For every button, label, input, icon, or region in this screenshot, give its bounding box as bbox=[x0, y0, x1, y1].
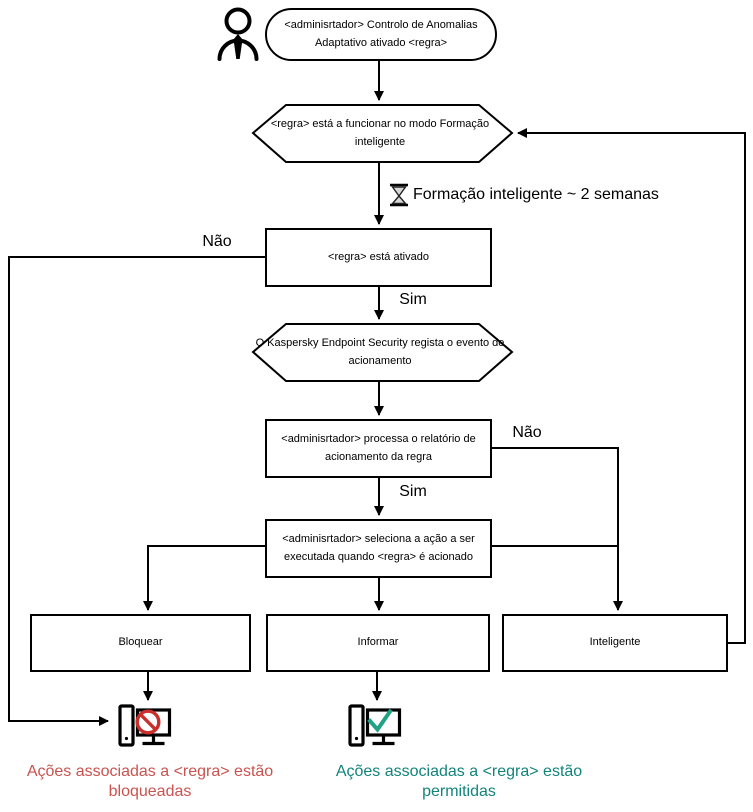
computer-allowed-icon bbox=[348, 704, 402, 747]
process-report-label: <adminisrtador> processa o relatório de … bbox=[281, 433, 476, 463]
user-icon bbox=[217, 7, 259, 61]
edge-report-no-to-smart bbox=[491, 447, 623, 611]
yes-label-1: Sim bbox=[399, 291, 427, 309]
start-terminator bbox=[265, 8, 497, 61]
hexagon-event-logged bbox=[251, 323, 514, 382]
caption-blocked: Ações associadas a <regra> estão bloquea… bbox=[26, 763, 274, 801]
rule-active-label: <regra> está ativado bbox=[328, 250, 429, 263]
check-icon bbox=[367, 708, 393, 733]
hexagon-training-label: <regra> está a funcionar no modo Formaçã… bbox=[270, 118, 490, 148]
caption-allowed: Ações associadas a <regra> estão permiti… bbox=[335, 763, 583, 801]
action-block-label: Bloquear bbox=[118, 636, 163, 649]
timer-label: Formação inteligente ~ 2 semanas bbox=[413, 186, 659, 204]
no-label-2: Não bbox=[512, 424, 542, 442]
action-smart-label: Inteligente bbox=[589, 636, 641, 649]
box-action-block bbox=[30, 614, 251, 672]
hexagon-training-mode bbox=[251, 104, 514, 163]
edge-smart-loopback bbox=[517, 128, 746, 644]
box-process-report bbox=[265, 419, 492, 478]
no-label-1: Não bbox=[202, 233, 232, 251]
box-action-smart bbox=[502, 614, 728, 672]
connectors bbox=[8, 61, 746, 726]
edge-select-to-block bbox=[143, 545, 266, 611]
start-label: <adminisrtador> Controlo de Anomalias Ad… bbox=[284, 19, 478, 49]
prohibition-icon bbox=[135, 709, 161, 735]
box-select-action bbox=[265, 519, 492, 578]
computer-blocked-icon bbox=[118, 704, 172, 747]
box-rule-active bbox=[265, 228, 492, 287]
hexagon-event-label: O Kaspersky Endpoint Security regista o … bbox=[255, 337, 505, 367]
hourglass-icon bbox=[390, 183, 408, 207]
edge-no-to-blocked-pc bbox=[8, 256, 266, 726]
box-action-inform bbox=[266, 614, 490, 672]
action-inform-label: Informar bbox=[357, 636, 399, 649]
select-action-label: <adminisrtador> seleciona a ação a ser e… bbox=[282, 533, 475, 563]
yes-label-2: Sim bbox=[399, 483, 427, 501]
